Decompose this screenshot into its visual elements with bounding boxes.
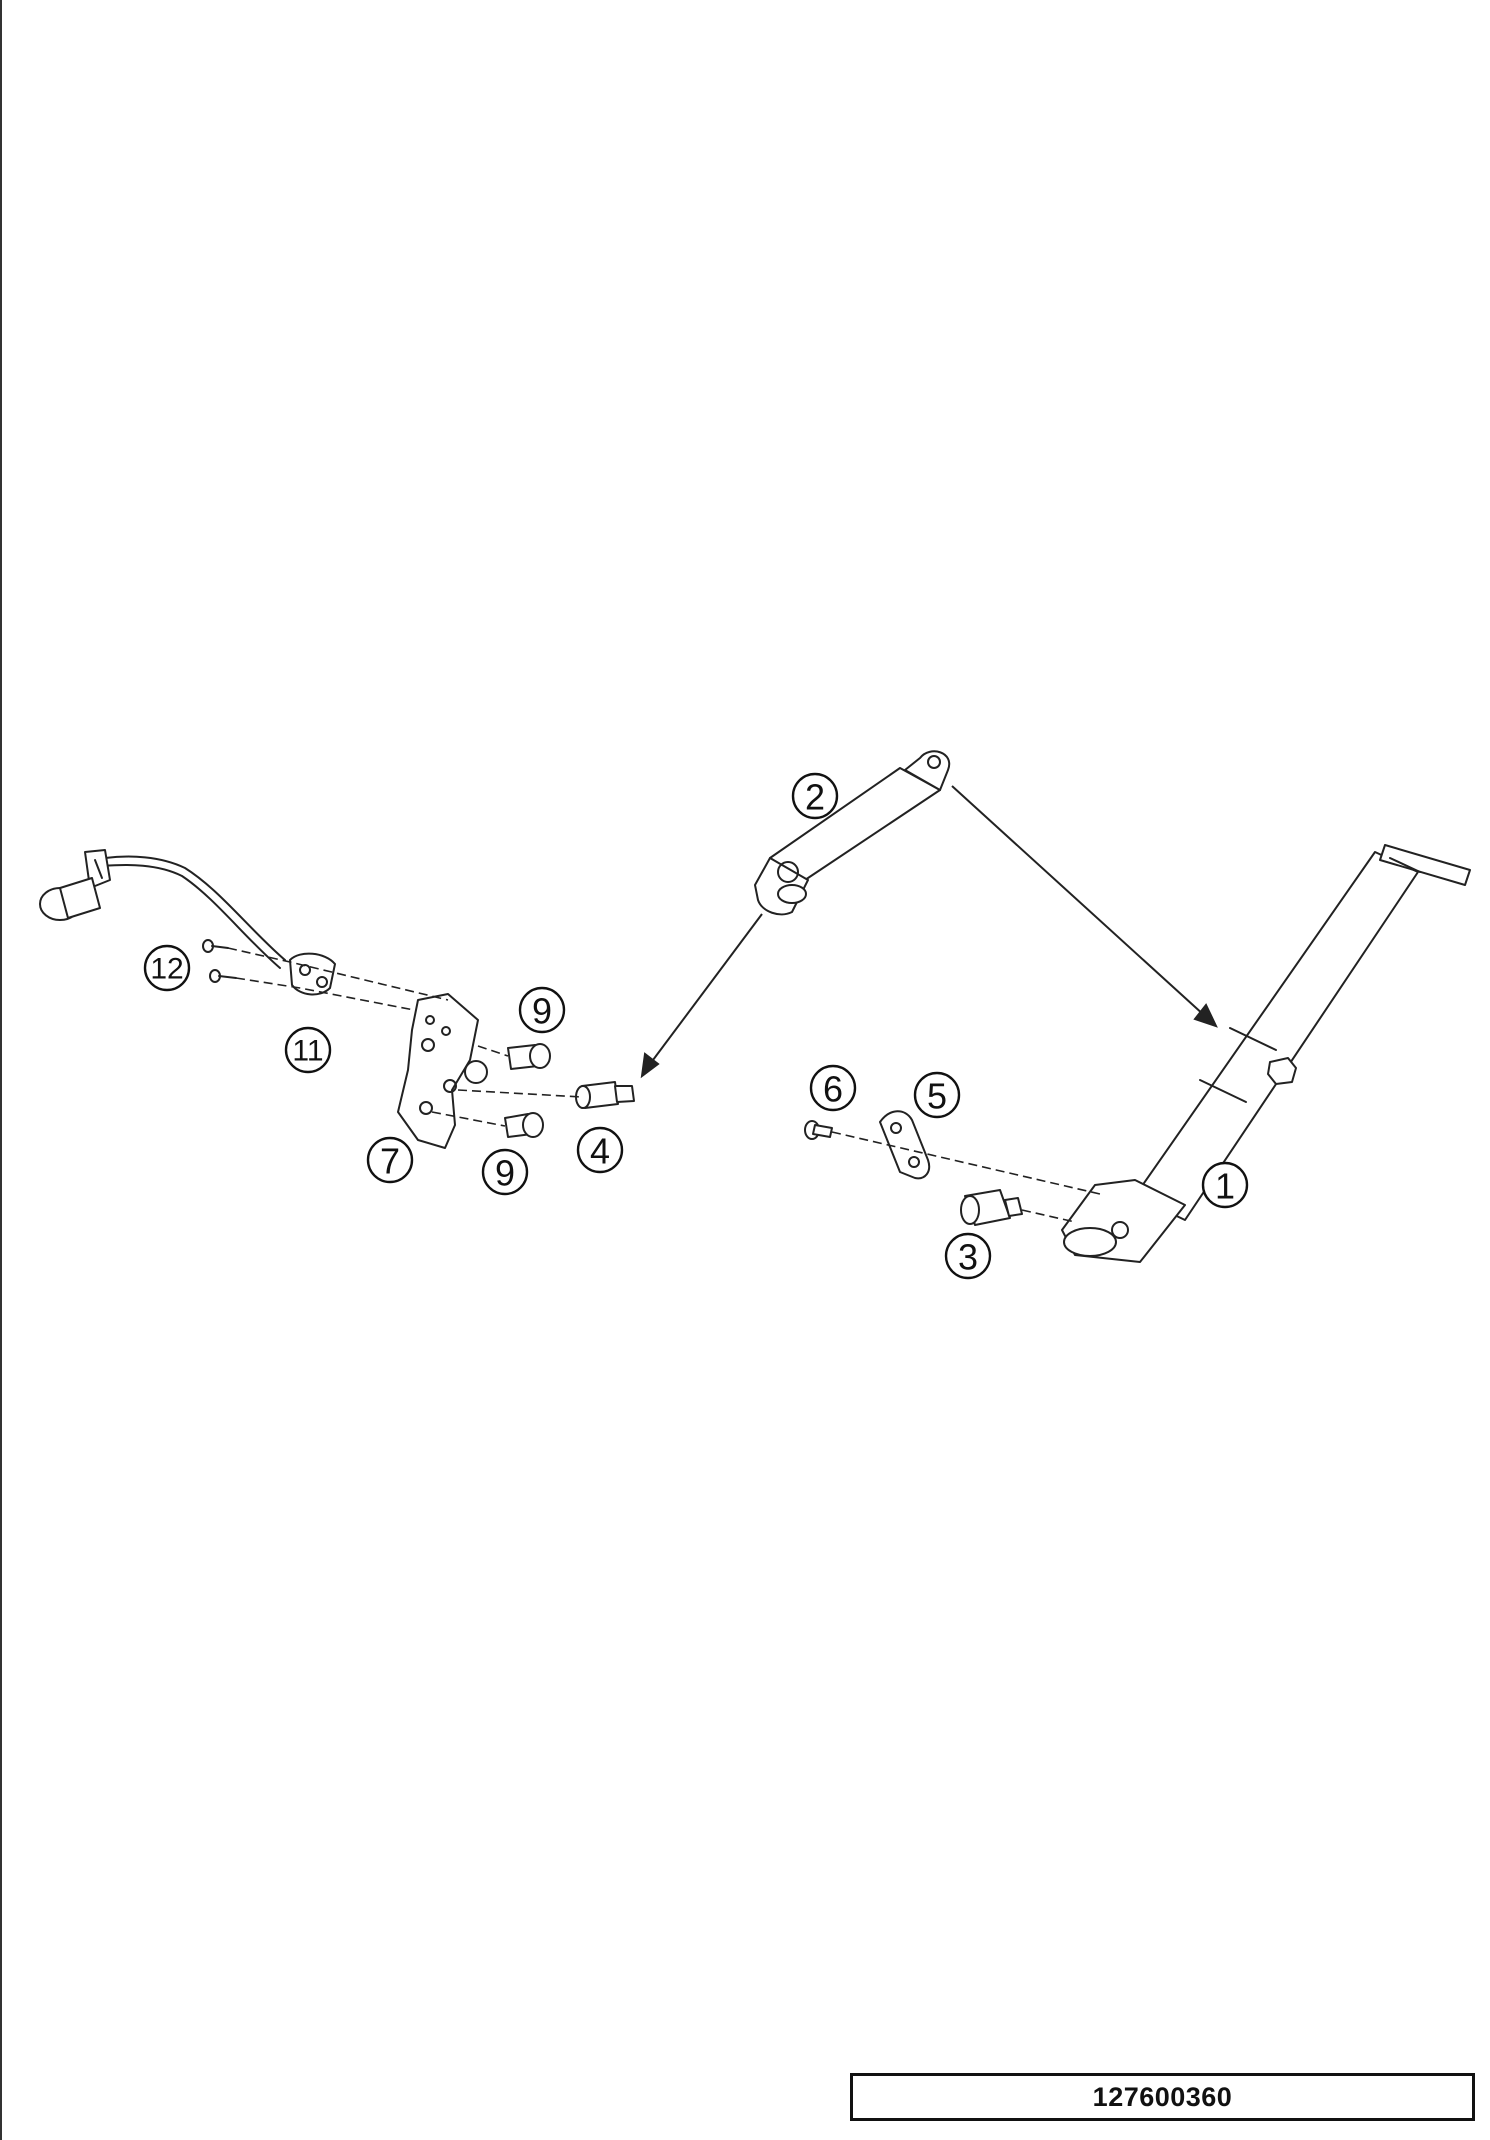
switch bbox=[39, 849, 336, 996]
callout-9b-label: 9 bbox=[495, 1153, 515, 1194]
callout-11-label: 11 bbox=[292, 1035, 323, 1068]
screw bbox=[804, 1120, 833, 1140]
callout-3: 3 bbox=[944, 1232, 992, 1280]
callout-4-label: 4 bbox=[590, 1131, 610, 1172]
side-stand-leg bbox=[1061, 844, 1471, 1263]
assembly-arrows bbox=[640, 785, 1218, 1079]
callout-12: 12 bbox=[143, 944, 191, 992]
assembly-lines bbox=[227, 947, 1101, 1223]
callout-9a-label: 9 bbox=[532, 991, 552, 1032]
callout-6-label: 6 bbox=[823, 1069, 843, 1110]
callout-6: 6 bbox=[809, 1064, 857, 1112]
callout-11: 11 bbox=[284, 1026, 332, 1074]
callout-9-top: 9 bbox=[518, 986, 566, 1034]
callout-1: 1 bbox=[1201, 1161, 1249, 1209]
callout-4: 4 bbox=[576, 1126, 624, 1174]
callout-7-label: 7 bbox=[380, 1141, 400, 1182]
page-left-border bbox=[0, 0, 2, 2140]
callout-3-label: 3 bbox=[958, 1237, 978, 1278]
switch-cam-plate bbox=[879, 1110, 931, 1180]
callout-2-label: 2 bbox=[805, 777, 825, 818]
spring-pin bbox=[575, 1081, 635, 1109]
callout-9-bottom: 9 bbox=[481, 1148, 529, 1196]
reference-number-box: 127600360 bbox=[850, 2073, 1475, 2121]
bolts bbox=[504, 1043, 551, 1138]
pivot-bolt bbox=[960, 1189, 1023, 1226]
screws bbox=[202, 939, 237, 983]
callout-5: 5 bbox=[913, 1071, 961, 1119]
callout-1-label: 1 bbox=[1215, 1166, 1235, 1207]
callout-2: 2 bbox=[791, 772, 839, 820]
callout-12-label: 12 bbox=[150, 953, 183, 986]
callout-5-label: 5 bbox=[927, 1076, 947, 1117]
reference-number: 127600360 bbox=[1092, 2081, 1233, 2112]
callout-7: 7 bbox=[366, 1136, 414, 1184]
spring bbox=[754, 750, 951, 916]
mounting-bracket bbox=[397, 993, 488, 1149]
